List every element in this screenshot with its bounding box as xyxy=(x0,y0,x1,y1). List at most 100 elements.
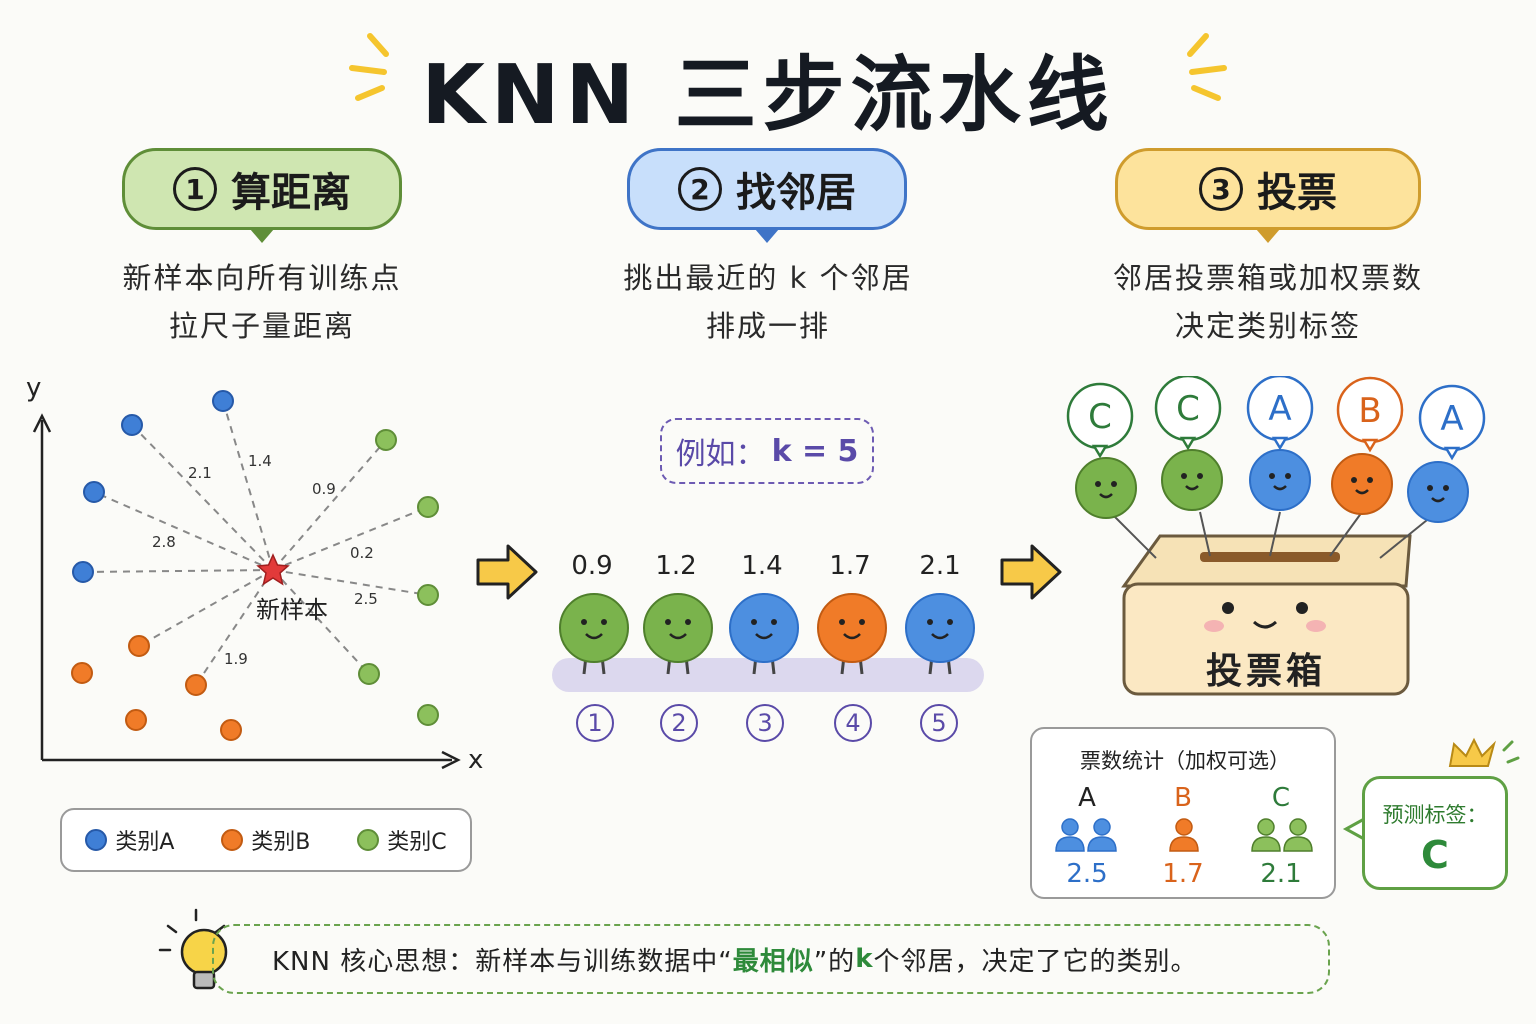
neighbors-row-shadow xyxy=(552,658,984,692)
point-class-b xyxy=(71,662,93,684)
person-icon xyxy=(1169,818,1199,852)
step2-header: 2 找邻居 xyxy=(627,148,907,230)
distance-label: 2.5 xyxy=(354,590,378,608)
legend-dot-c xyxy=(357,829,380,851)
neighbor-distance: 2.1 xyxy=(919,551,961,581)
legend-label-a: 类别A xyxy=(115,830,175,855)
step3-desc-line1: 邻居投票箱或加权票数 xyxy=(1112,261,1423,295)
core-idea-k: k xyxy=(855,944,874,974)
neighbor-rank: 1 xyxy=(576,704,614,742)
step1-header: 1 算距离 xyxy=(122,148,402,230)
vote-stat-b: B 1.7 xyxy=(1138,783,1228,889)
neighbor-character-b xyxy=(817,593,887,675)
step3-header: 3 投票 xyxy=(1115,148,1421,230)
step2-title: 找邻居 xyxy=(736,170,856,216)
example-prefix: 例如： xyxy=(675,437,766,472)
distance-label: 1.9 xyxy=(224,650,248,668)
step2-pointer xyxy=(755,229,779,243)
step3-desc-line2: 决定类别标签 xyxy=(1174,309,1361,343)
step3-description: 邻居投票箱或加权票数 决定类别标签 xyxy=(1066,254,1470,350)
step1-desc-line1: 新样本向所有训练点 xyxy=(122,261,402,295)
vote-person-icons xyxy=(1055,818,1313,852)
core-idea-suffix: 个邻居，决定了它的类别。 xyxy=(873,946,1198,977)
voter-c: C xyxy=(1066,382,1137,519)
crown-icon xyxy=(1448,737,1520,767)
y-axis-arrow-icon xyxy=(32,413,52,433)
vote-stat-label: A xyxy=(1078,783,1096,813)
core-idea-banner: KNN 核心思想：新样本与训练数据中“最相似”的 k 个邻居，决定了它的类别。 xyxy=(212,924,1330,994)
x-axis-label: x xyxy=(468,745,483,775)
page-title: KNN 三步流水线 xyxy=(421,48,1115,143)
point-class-a xyxy=(121,414,143,436)
ballot-box-scene xyxy=(1109,511,1433,696)
sparkle-left-icon xyxy=(349,33,389,101)
ballot-slot xyxy=(1200,552,1340,562)
person-icon xyxy=(1055,818,1117,852)
voter-b: B xyxy=(1331,376,1404,515)
vote-label: C xyxy=(1176,389,1200,429)
step3-pointer xyxy=(1256,229,1280,243)
y-axis-label: y xyxy=(26,373,41,403)
class-legend: 类别A 类别B 类别C xyxy=(60,808,472,872)
scatter-plot: y x 2.1 1.4 0.9 2.8 0.2 2.5 1.9 xyxy=(26,373,483,775)
point-class-a xyxy=(212,390,234,412)
point-class-c xyxy=(417,584,439,606)
core-idea-middle: ”的 xyxy=(813,946,856,977)
step3-title: 投票 xyxy=(1257,170,1337,216)
ballot-box-label: 投票箱 xyxy=(1205,651,1326,692)
example-k-box: 例如： k = 5 xyxy=(660,418,874,484)
legend-item-c: 类别C xyxy=(357,824,447,856)
step1-number: 1 xyxy=(173,167,217,211)
x-axis-arrow-icon xyxy=(441,750,461,770)
legend-label-b: 类别B xyxy=(251,830,311,855)
neighbor-distance: 1.4 xyxy=(741,551,783,581)
prediction-box: 预测标签： C xyxy=(1362,776,1508,890)
distance-label: 1.4 xyxy=(248,452,272,470)
core-idea-prefix: KNN 核心思想：新样本与训练数据中“ xyxy=(272,946,733,977)
vote-stats-panel: 票数统计（加权可选） A 2.5 B 1.7 C 2.1 xyxy=(1030,727,1336,899)
neighbor-distance: 0.9 xyxy=(571,551,613,581)
vote-stat-value: 1.7 xyxy=(1162,859,1204,889)
distance-label: 0.2 xyxy=(350,544,374,562)
core-idea-highlight: 最相似 xyxy=(732,946,814,977)
ballot-box xyxy=(1122,582,1410,696)
neighbor-character-a xyxy=(905,593,975,675)
step1-pointer xyxy=(250,229,274,243)
neighbor-distance: 1.7 xyxy=(829,551,871,581)
neighbor-character-a xyxy=(729,593,799,675)
distance-label: 0.9 xyxy=(312,480,336,498)
legend-dot-b xyxy=(221,829,244,851)
vote-stat-c: C 2.1 xyxy=(1236,783,1326,889)
vote-stat-value: 2.1 xyxy=(1260,859,1302,889)
point-class-a xyxy=(72,561,94,583)
voter-a: A xyxy=(1407,384,1486,523)
point-class-c xyxy=(417,496,439,518)
step2-desc-line2: 排成一排 xyxy=(705,309,830,343)
neighbor-rank: 2 xyxy=(660,704,698,742)
sparkle-right-icon xyxy=(1187,33,1227,101)
vote-stats-title: 票数统计（加权可选） xyxy=(1080,749,1290,773)
neighbor-character-c xyxy=(643,593,713,675)
vote-label: A xyxy=(1268,389,1291,429)
point-class-b xyxy=(128,635,150,657)
vote-stat-label: B xyxy=(1174,783,1192,813)
step1-description: 新样本向所有训练点 拉尺子量距离 xyxy=(60,254,464,350)
vote-label: B xyxy=(1358,391,1381,431)
point-class-c xyxy=(358,663,380,685)
distance-lines xyxy=(82,400,429,686)
point-class-c xyxy=(375,429,397,451)
prediction-pointer xyxy=(1342,816,1367,842)
neighbor-character-c xyxy=(559,593,629,675)
vote-label: C xyxy=(1088,397,1112,437)
neighbor-rank: 4 xyxy=(834,704,872,742)
step2-number: 2 xyxy=(678,167,722,211)
distance-label: 2.8 xyxy=(152,533,176,551)
legend-label-c: 类别C xyxy=(387,830,447,855)
point-class-b xyxy=(220,719,242,741)
vote-stat-label: C xyxy=(1271,783,1291,813)
arrow-right-icon xyxy=(1000,544,1062,600)
neighbor-characters xyxy=(559,593,975,675)
point-class-c xyxy=(417,704,439,726)
arrow-right-icon xyxy=(476,544,538,600)
voter-c: C xyxy=(1154,376,1223,511)
